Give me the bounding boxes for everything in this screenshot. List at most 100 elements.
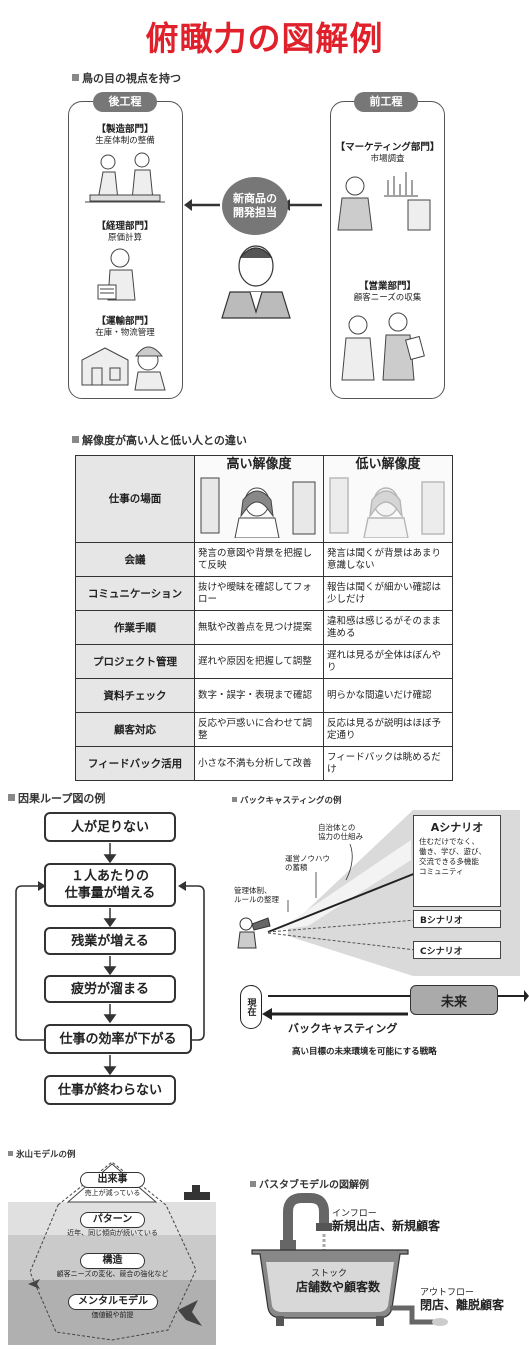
backcasting-step: 管理体制、 ルールの整理: [234, 886, 279, 904]
scenario-b-box: Bシナリオ: [413, 910, 501, 928]
high-resolution-person-illustration: [200, 477, 316, 539]
low-resolution-person-illustration: [329, 477, 445, 539]
row-scene: コミュニケーション: [74, 576, 196, 611]
fish-icon: [28, 1279, 40, 1289]
dept-desc: 生産体制の整備: [95, 136, 155, 146]
row-low: フィードバックは眺めるだけ: [323, 746, 453, 781]
section-heading-bathtub: バスタブモデルの図解例: [250, 1176, 369, 1191]
backcasting-step: 自治体との 協力の仕組み: [318, 823, 363, 841]
iceberg-level: メンタルモデル: [68, 1294, 158, 1310]
dept-desc: 原価計算: [107, 233, 142, 243]
left-panel: [68, 101, 183, 399]
dept-name: 【経理部門】: [96, 221, 154, 232]
row-scene: 作業手順: [74, 610, 196, 645]
left-panel-label: 後工程: [93, 92, 157, 112]
backcasting-caption: 高い目標の未来環境を可能にする戦略: [292, 1047, 437, 1057]
backcasting-step: 運営ノウハウ の蓄積: [285, 854, 330, 872]
bathtub-illustration: [251, 1193, 448, 1326]
row-high: 遅れや原因を把握して調整: [194, 644, 324, 679]
stock-text: 店舗数や顧客数: [296, 1280, 381, 1294]
stock-label: ストック: [311, 1269, 348, 1279]
dept-desc: 在庫・物流管理: [95, 328, 155, 338]
center-role-circle: 新商品の 開発担当: [222, 177, 288, 235]
header-low: 低い解像度: [355, 457, 421, 472]
iceberg-level: パターン: [80, 1212, 145, 1228]
section-heading-text: 因果ループ図の例: [18, 792, 106, 805]
section-heading-text: バックキャスティングの例: [240, 796, 342, 806]
table-row: プロジェクト管理遅れや原因を把握して調整遅れは見るが全体はぼんやり: [74, 644, 453, 679]
loop-node: 人が足りない: [44, 812, 176, 842]
header-low-cell: 低い解像度: [323, 455, 453, 543]
outflow-label: アウトフロー: [420, 1288, 475, 1298]
loop-node: 疲労が溜まる: [44, 975, 176, 1003]
loop-node: 仕事が終わらない: [44, 1075, 176, 1105]
section-heading-text: バスタブモデルの図解例: [259, 1180, 369, 1191]
sales-illustration: [341, 312, 425, 381]
table-row: コミュニケーション抜けや曖昧を確認してフォロー報告は聞くが細かい確認は少しだけ: [74, 576, 453, 611]
iceberg-level: 構造: [80, 1253, 145, 1269]
iceberg-illustration: [8, 1161, 216, 1345]
person-telescope-icon: [237, 917, 271, 949]
scenario-a-box: Aシナリオ 住むだけでなく、 働き、学び、遊び、 交流できる多機能 コミュニティ: [413, 815, 501, 907]
developer-illustration: [221, 245, 291, 319]
row-scene: プロジェクト管理: [74, 644, 196, 679]
section-heading-loop: 因果ループ図の例: [8, 790, 105, 806]
section-heading-text: 氷山モデルの例: [16, 1150, 76, 1160]
loop-node: 仕事の効率が下がる: [44, 1024, 192, 1054]
scenario-a-title: Aシナリオ: [430, 821, 484, 834]
row-scene: 資料チェック: [74, 678, 196, 713]
row-high: 抜けや曖昧を確認してフォロー: [194, 576, 324, 611]
row-scene: 会議: [74, 542, 196, 577]
scenario-b-label: Bシナリオ: [420, 915, 463, 926]
header-scene: 仕事の場面: [74, 455, 196, 543]
scenario-c-label: Cシナリオ: [420, 946, 463, 957]
row-low: 報告は聞くが細かい確認は少しだけ: [323, 576, 453, 611]
row-low: 違和感は感じるがそのまま進める: [323, 610, 453, 645]
iceberg-desc: 売上が減っている: [84, 1189, 141, 1197]
row-scene: 顧客対応: [74, 712, 196, 747]
row-low: 発言は聞くが背景はあまり意識しない: [323, 542, 453, 577]
future-box: 未来: [410, 985, 498, 1015]
dept-desc: 市場調査: [370, 154, 405, 164]
section-heading-resolution: 解像度が高い人と低い人との違い: [72, 432, 247, 448]
row-low: 明らかな間違いだけ確認: [323, 678, 453, 713]
table-row: 資料チェック数字・誤字・表現まで確認明らかな間違いだけ確認: [74, 678, 453, 713]
iceberg-desc: 価値観や前提: [91, 1311, 134, 1319]
row-high: 無駄や改善点を見つけ提案: [194, 610, 324, 645]
inflow-text: 新規出店、新規顧客: [332, 1219, 441, 1233]
backcasting-arrow-label: バックキャスティング: [288, 1022, 398, 1035]
row-high: 反応や戸惑いに合わせて調整: [194, 712, 324, 747]
ray-icon: [178, 1300, 202, 1326]
iceberg-level: 出来事: [80, 1172, 145, 1188]
scenario-a-desc: 住むだけでなく、 働き、学び、遊び、 交流できる多機能 コミュニティ: [419, 837, 486, 876]
dept-name: 【マーケティング部門】: [335, 142, 440, 153]
section-heading-text: 解像度が高い人と低い人との違い: [82, 434, 247, 447]
factory-workers-illustration: [85, 152, 165, 203]
row-low: 反応は見るが説明はほぼ予定通り: [323, 712, 453, 747]
outflow-text: 閉店、離脱顧客: [420, 1298, 505, 1312]
iceberg-desc: 近年、同じ傾向が続いている: [67, 1229, 158, 1237]
loop-arrows: [15, 843, 205, 1076]
dept-name: 【運輸部門】: [96, 316, 154, 327]
marketing-illustration: [337, 172, 431, 231]
dept-name: 【製造部門】: [96, 124, 154, 135]
row-high: 発言の意図や背景を把握して反映: [194, 542, 324, 577]
table-row: フィードバック活用小さな不満も分析して改善フィードバックは眺めるだけ: [74, 746, 453, 781]
accountant-illustration: [97, 248, 136, 301]
header-high: 高い解像度: [226, 457, 292, 472]
loop-node: 残業が増える: [44, 927, 176, 955]
birdseye-illustrations: [81, 152, 431, 391]
row-low: 遅れは見るが全体はぼんやり: [323, 644, 453, 679]
now-marker: 現在: [240, 985, 262, 1029]
table-header-row: 仕事の場面 高い解像度 低い解像度: [74, 455, 453, 543]
row-high: 数字・誤字・表現まで確認: [194, 678, 324, 713]
inflow-label: インフロー: [332, 1209, 377, 1219]
table-row: 顧客対応反応や戸惑いに合わせて調整反応は見るが説明はほぼ予定通り: [74, 712, 453, 747]
iceberg-desc: 顧客ニーズの変化、競合の強化など: [56, 1270, 169, 1278]
scenario-c-box: Cシナリオ: [413, 941, 501, 959]
section-heading-iceberg: 氷山モデルの例: [8, 1148, 76, 1160]
row-scene: フィードバック活用: [74, 746, 196, 781]
dept-desc: 顧客ニーズの収集: [353, 293, 422, 303]
section-heading-text: 鳥の目の視点を持つ: [82, 72, 181, 85]
warehouse-illustration: [81, 346, 166, 391]
